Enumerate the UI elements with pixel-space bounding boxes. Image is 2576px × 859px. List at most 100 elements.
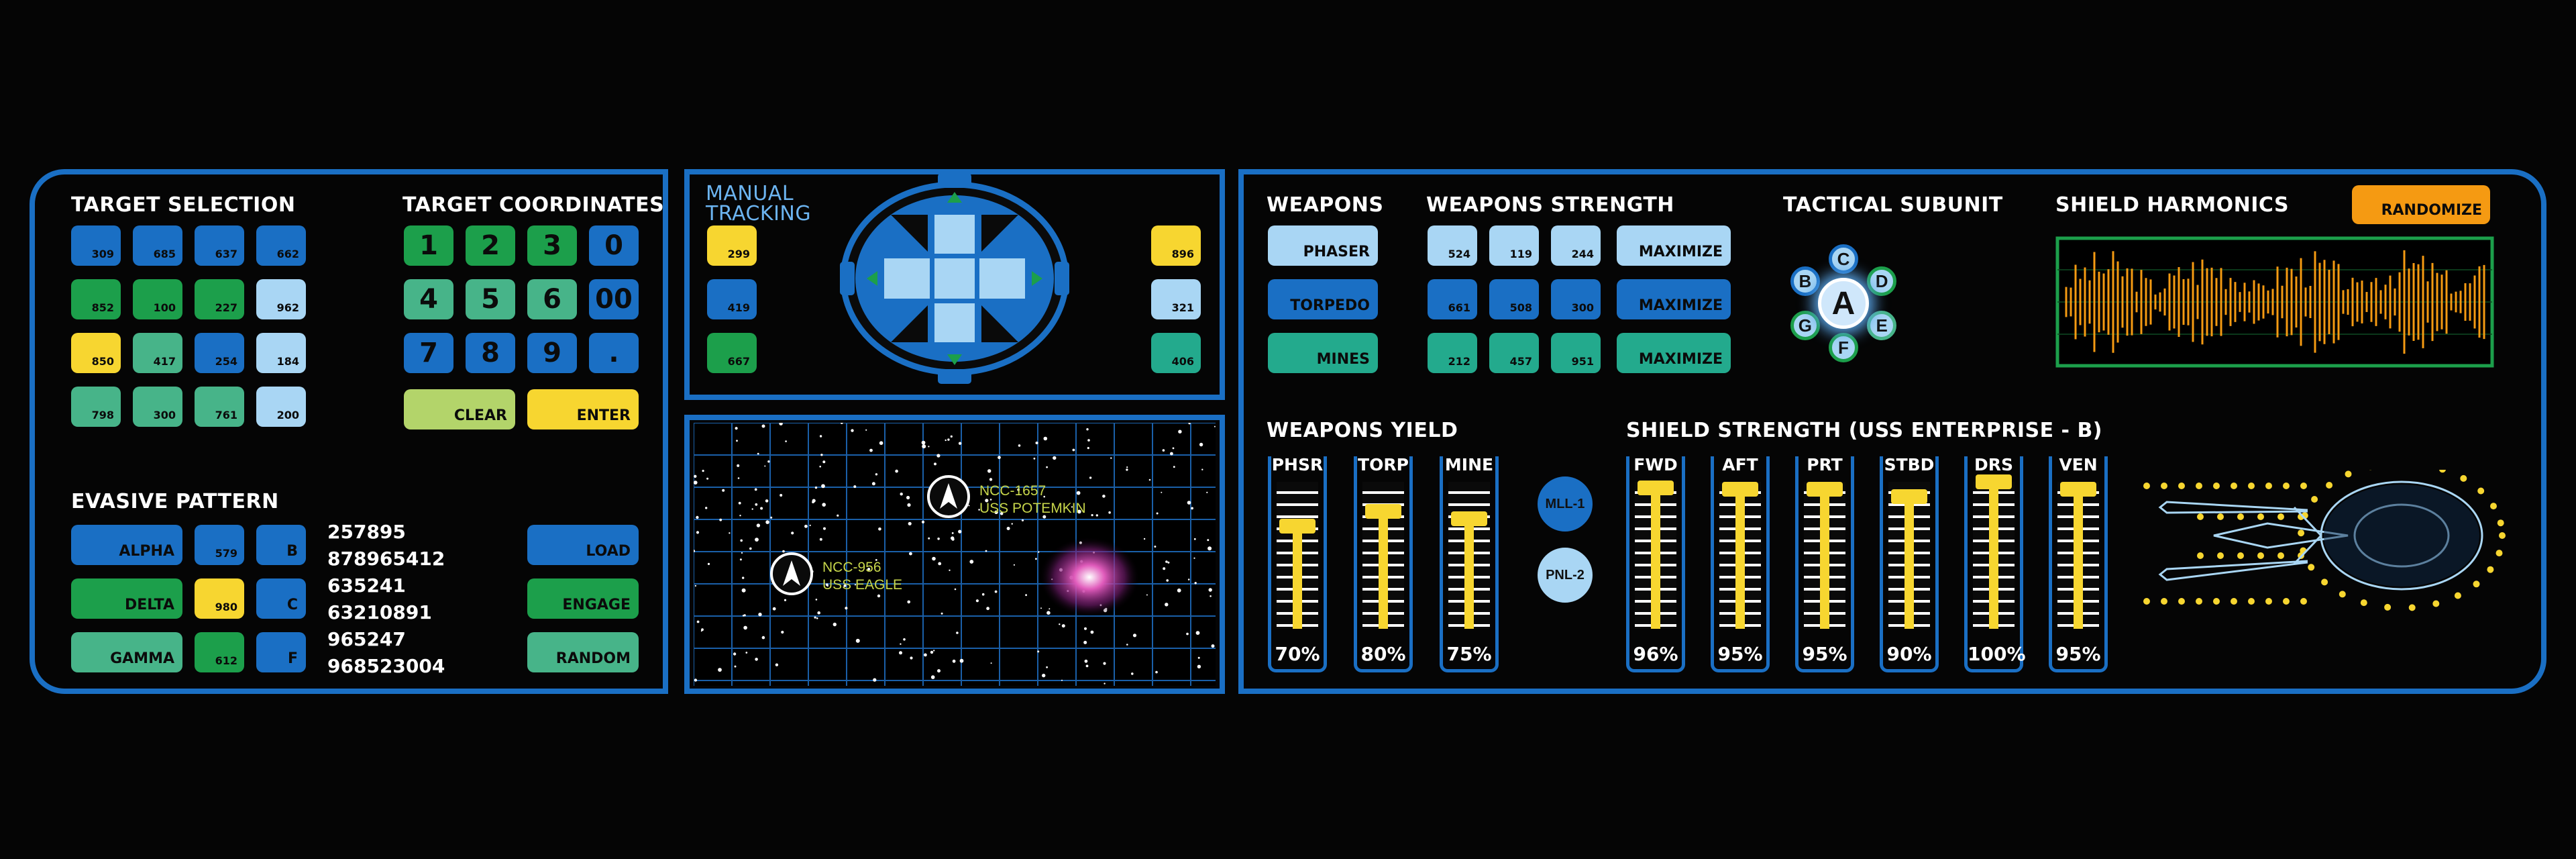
coordinate-key[interactable]: 6 [527, 279, 577, 319]
clear-button[interactable]: CLEAR [404, 389, 515, 430]
coordinate-key[interactable]: 3 [527, 225, 577, 266]
target-key[interactable]: 254 [195, 333, 244, 373]
tactical-unit-c[interactable]: C [1829, 244, 1858, 274]
coordinate-key[interactable]: 8 [466, 333, 515, 373]
target-key[interactable]: 100 [133, 279, 182, 319]
tactical-unit-b[interactable]: B [1790, 266, 1820, 296]
tactical-unit-e[interactable]: E [1867, 311, 1897, 340]
evasive-pattern-button[interactable]: GAMMA [71, 632, 182, 672]
tracking-key[interactable]: 299 [707, 225, 757, 266]
strength-key[interactable]: 244 [1551, 225, 1601, 266]
coordinate-key[interactable]: 7 [404, 333, 453, 373]
load-button[interactable]: LOAD [527, 525, 639, 565]
tactical-unit-d[interactable]: D [1867, 266, 1897, 296]
tracking-key[interactable]: 419 [707, 279, 757, 319]
maximize-button[interactable]: MAXIMIZE [1617, 279, 1731, 319]
target-key[interactable]: 852 [71, 279, 121, 319]
starmap[interactable]: NCC-1657 USS POTEMKIN NCC-956 USS EAGLE [694, 423, 1216, 686]
coordinate-key[interactable]: 2 [466, 225, 515, 266]
maximize-button[interactable]: MAXIMIZE [1617, 333, 1731, 373]
bar-handle[interactable] [1638, 480, 1674, 495]
weapon-button[interactable]: TORPEDO [1268, 279, 1378, 319]
arrow-up-icon[interactable] [947, 192, 962, 203]
tracking-joystick[interactable] [817, 161, 1092, 396]
weapon-button[interactable]: MINES [1268, 333, 1378, 373]
tracking-key[interactable]: 321 [1151, 279, 1201, 319]
evasive-letter-key[interactable]: C [256, 578, 306, 619]
tactical-unit-g[interactable]: G [1790, 311, 1820, 340]
weapon-button[interactable]: PHASER [1268, 225, 1378, 266]
target-key[interactable]: 200 [256, 387, 306, 427]
bar-handle[interactable] [2060, 481, 2096, 497]
bar-handle[interactable] [1722, 481, 1758, 497]
randomize-button[interactable]: RANDOMIZE [2352, 185, 2490, 224]
tracking-key[interactable]: 896 [1151, 225, 1201, 266]
target-key[interactable]: 184 [256, 333, 306, 373]
coordinate-key[interactable]: 1 [404, 225, 453, 266]
target-key[interactable]: 850 [71, 333, 121, 373]
target-key[interactable]: 662 [256, 225, 306, 266]
bar-handle[interactable] [1279, 518, 1316, 534]
coordinate-key[interactable]: . [589, 333, 639, 373]
tactical-unit-f[interactable]: F [1829, 333, 1858, 362]
evasive-letter-key[interactable]: F [256, 632, 306, 672]
target-key[interactable]: 798 [71, 387, 121, 427]
evasive-code-key[interactable]: 980 [195, 578, 244, 619]
strength-key[interactable]: 508 [1489, 279, 1539, 319]
bar-handle[interactable] [1451, 511, 1487, 526]
coordinate-key[interactable]: 00 [589, 279, 639, 319]
strength-key[interactable]: 212 [1428, 333, 1477, 373]
enter-button[interactable]: ENTER [527, 389, 639, 430]
ship-marker-eagle[interactable] [770, 552, 813, 595]
random-button[interactable]: RANDOM [527, 632, 639, 672]
strength-key[interactable]: 661 [1428, 279, 1477, 319]
arrow-right-icon[interactable] [1032, 271, 1042, 286]
target-key[interactable]: 309 [71, 225, 121, 266]
target-key[interactable]: 962 [256, 279, 306, 319]
coordinate-key[interactable]: 0 [589, 225, 639, 266]
tracking-key[interactable]: 667 [707, 333, 757, 373]
engage-button[interactable]: ENGAGE [527, 578, 639, 619]
bar-handle[interactable] [1807, 481, 1843, 497]
maximize-button[interactable]: MAXIMIZE [1617, 225, 1731, 266]
strength-key[interactable]: 300 [1551, 279, 1601, 319]
evasive-letter-key[interactable]: B [256, 525, 306, 565]
strength-key[interactable]: 524 [1428, 225, 1477, 266]
pnl-2-button[interactable]: PNL-2 [1538, 548, 1593, 603]
bar-fill [1904, 496, 1914, 629]
arrow-down-icon[interactable] [947, 354, 962, 365]
coordinate-key[interactable]: 5 [466, 279, 515, 319]
strength-key[interactable]: 951 [1551, 333, 1601, 373]
target-key[interactable]: 637 [195, 225, 244, 266]
target-key[interactable]: 417 [133, 333, 182, 373]
evasive-pattern-button[interactable]: ALPHA [71, 525, 182, 565]
target-key[interactable]: 300 [133, 387, 182, 427]
target-key[interactable]: 227 [195, 279, 244, 319]
evasive-code-key[interactable]: 579 [195, 525, 244, 565]
coordinate-key[interactable]: 4 [404, 279, 453, 319]
bar-handle[interactable] [1365, 503, 1401, 519]
arrow-left-icon[interactable] [867, 271, 877, 286]
strength-key[interactable]: 457 [1489, 333, 1539, 373]
coordinate-key[interactable]: 9 [527, 333, 577, 373]
evasive-pattern-button[interactable]: DELTA [71, 578, 182, 619]
target-key[interactable]: 685 [133, 225, 182, 266]
strength-key[interactable]: 119 [1489, 225, 1539, 266]
bar-handle[interactable] [1976, 474, 2012, 489]
evasive-code-key[interactable]: 612 [195, 632, 244, 672]
target-key[interactable]: 761 [195, 387, 244, 427]
ship-marker-potemkin[interactable] [927, 475, 970, 518]
tracking-key[interactable]: 406 [1151, 333, 1201, 373]
bar-handle[interactable] [1891, 489, 1927, 504]
tactical-unit-center[interactable]: A [1818, 278, 1869, 329]
mll-1-button[interactable]: MLL-1 [1538, 476, 1593, 532]
